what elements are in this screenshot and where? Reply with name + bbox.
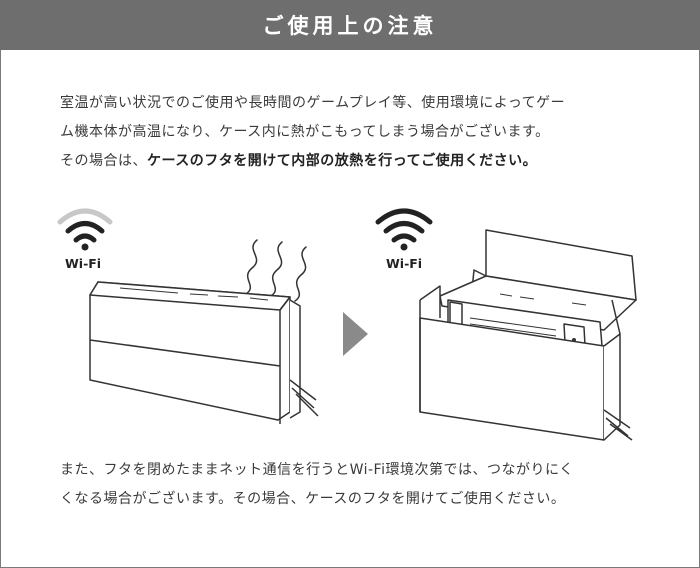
- heat-waves-icon: [245, 239, 307, 302]
- arrow-right-icon: [343, 312, 368, 356]
- open-case-drawing: [419, 229, 637, 441]
- note-line-1: また、フタを閉めたままネット通信を行うとWi-Fi環境次第では、つながりにく: [60, 462, 574, 478]
- closed-case-drawing: [89, 281, 319, 424]
- network-note: また、フタを閉めたままネット通信を行うとWi-Fi環境次第では、つながりにく く…: [60, 456, 660, 514]
- intro-line-3-emphasis: ケースのフタを開けて内部の放熱を行ってご使用ください。: [147, 153, 538, 169]
- note-line-2: くなる場合がございます。その場合、ケースのフタを開けてご使用ください。: [60, 491, 566, 507]
- intro-text: 室温が高い状況でのご使用や長時間のゲームプレイ等、使用環境によってゲー ム機本体…: [60, 89, 660, 176]
- intro-line-1: 室温が高い状況でのご使用や長時間のゲームプレイ等、使用環境によってゲー: [60, 95, 566, 111]
- intro-line-3: その場合は、ケースのフタを開けて内部の放熱を行ってご使用ください。: [60, 147, 660, 176]
- wifi-label-right: Wi-Fi: [386, 256, 423, 271]
- intro-line-3-normal: その場合は、: [60, 153, 147, 169]
- wifi-label-left: Wi-Fi: [65, 256, 102, 271]
- intro-line-2: ム機本体が高温になり、ケース内に熱がこもってしまう場合がございます。: [60, 124, 550, 140]
- wifi-icon-strong: [375, 208, 433, 251]
- wifi-icon-weak: [57, 208, 113, 251]
- page-title: ご使用上の注意: [0, 0, 700, 50]
